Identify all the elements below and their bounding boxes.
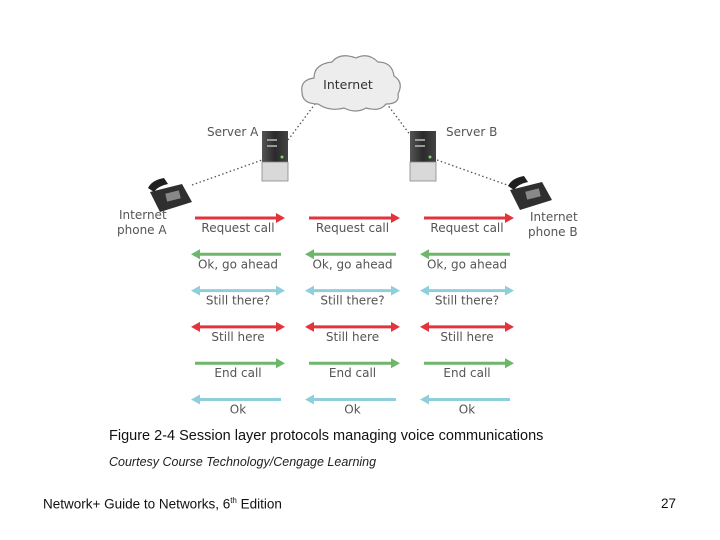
message-label: Ok, go ahead: [312, 257, 392, 271]
arrow-head: [305, 249, 314, 260]
arrow-head: [191, 394, 200, 405]
message-label: Ok, go ahead: [427, 257, 507, 271]
figure-caption: Figure 2-4 Session layer protocols manag…: [109, 428, 544, 444]
message-arrows: Request call Request call Request callOk, …: [191, 213, 514, 417]
server-a-label: Server A: [207, 125, 259, 139]
message-label: End call: [329, 366, 376, 380]
arrow-head: [276, 358, 285, 369]
arrow-head: [420, 321, 429, 332]
arrow-head: [420, 285, 429, 296]
arrow-head: [505, 285, 514, 296]
arrow-head: [505, 358, 514, 369]
arrow-head: [391, 213, 400, 223]
cloud-label: Internet: [323, 77, 373, 92]
message-label: Ok: [344, 403, 360, 417]
server-b-icon: [409, 131, 437, 182]
message-label: Request call: [201, 221, 274, 235]
page-number: 27: [660, 496, 676, 511]
arrow-head: [391, 285, 400, 296]
arrow-head: [305, 285, 314, 296]
arrow-head: [276, 321, 285, 332]
arrow-head: [305, 394, 314, 405]
message-label: End call: [214, 366, 261, 380]
message-label: Still here: [326, 330, 379, 344]
message-label: Ok, go ahead: [198, 257, 278, 271]
message-label: Still here: [440, 330, 493, 344]
message-label: Request call: [316, 221, 389, 235]
arrow-head: [191, 321, 200, 332]
connection-lines: [191, 99, 511, 187]
phone-a-icon: [148, 178, 192, 212]
message-label: Still there?: [435, 294, 499, 308]
message-label: Still there?: [320, 294, 384, 308]
server-a-icon: [261, 131, 289, 182]
message-label: Request call: [430, 221, 503, 235]
arrow-head: [391, 358, 400, 369]
message-label: Ok: [459, 403, 475, 417]
message-label: Still there?: [206, 294, 270, 308]
arrow-head: [191, 249, 200, 260]
arrow-head: [276, 213, 285, 223]
arrow-head: [420, 394, 429, 405]
arrow-head: [276, 285, 285, 296]
arrow-head: [420, 249, 429, 260]
internet-cloud: Internet: [301, 55, 401, 112]
phone-b-icon: [508, 176, 552, 210]
phone-b-label: Internet phone B: [528, 210, 581, 239]
message-label: Ok: [230, 403, 246, 417]
arrow-head: [505, 213, 514, 223]
message-label: End call: [443, 366, 490, 380]
server-b-label: Server B: [446, 125, 497, 139]
arrow-head: [191, 285, 200, 296]
arrow-head: [505, 321, 514, 332]
figure-credit: Courtesy Course Technology/Cengage Learn…: [109, 455, 377, 469]
footer-title: Network+ Guide to Networks, 6th Edition: [43, 496, 282, 512]
arrow-head: [305, 321, 314, 332]
phone-a-label: Internet phone A: [117, 208, 170, 237]
message-label: Still here: [211, 330, 264, 344]
arrow-head: [391, 321, 400, 332]
